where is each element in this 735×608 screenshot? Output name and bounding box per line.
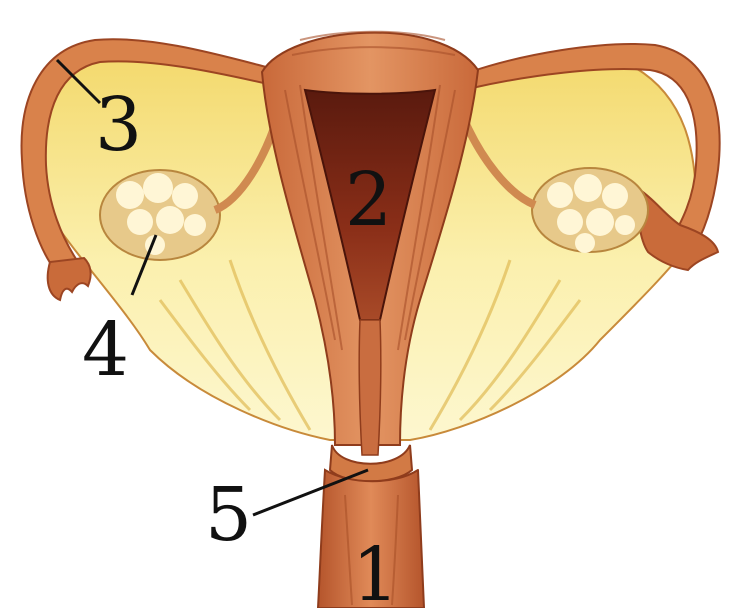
right-ovary: [532, 168, 648, 253]
cervical-canal: [359, 320, 381, 455]
label-2: 2: [345, 157, 392, 243]
left-fimbriae: [48, 258, 91, 300]
label-3: 3: [95, 82, 142, 168]
label-1: 1: [352, 532, 399, 608]
label-4: 4: [82, 307, 129, 393]
left-ovary: [100, 170, 220, 260]
label-5: 5: [205, 472, 252, 558]
